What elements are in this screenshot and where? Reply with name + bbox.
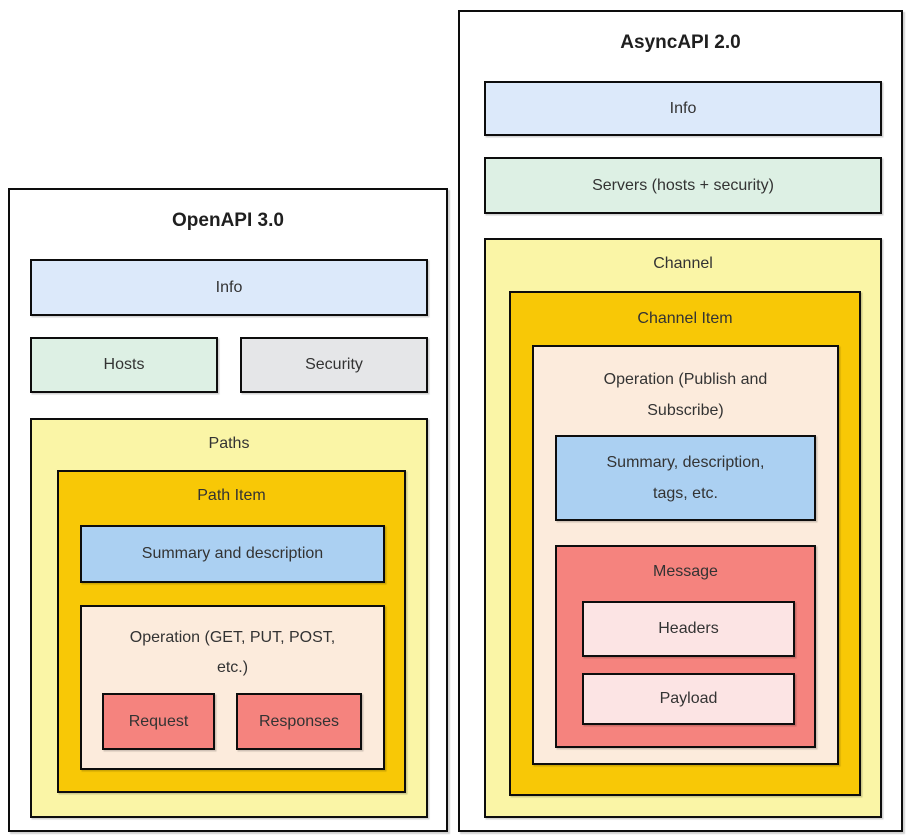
asyncapi-headers-box: Headers	[582, 601, 795, 657]
asyncapi-info-box: Info	[484, 81, 882, 136]
openapi-responses-box: Responses	[236, 693, 362, 750]
asyncapi-panel: AsyncAPI 2.0 Info Servers (hosts + secur…	[458, 10, 903, 832]
asyncapi-payload-label: Payload	[659, 690, 718, 707]
asyncapi-channel-item-label: Channel Item	[637, 310, 733, 327]
openapi-security-box: Security	[240, 337, 428, 393]
openapi-info-label: Info	[215, 278, 243, 296]
openapi-hosts-label: Hosts	[103, 356, 145, 373]
openapi-responses-label: Responses	[258, 712, 340, 730]
asyncapi-message-box: Message Headers Payload	[555, 545, 816, 748]
asyncapi-info-label: Info	[669, 99, 697, 117]
asyncapi-payload-box: Payload	[582, 673, 795, 725]
asyncapi-title: AsyncAPI 2.0	[620, 32, 741, 53]
openapi-request-box: Request	[102, 693, 215, 750]
openapi-paths-label: Paths	[208, 435, 250, 452]
openapi-summary-label: Summary and description	[141, 545, 324, 562]
asyncapi-headers-label: Headers	[658, 620, 719, 637]
openapi-path-item-box: Path Item Summary and description Operat…	[57, 470, 406, 793]
asyncapi-summary-box: Summary, description, tags, etc.	[555, 435, 816, 521]
openapi-title: OpenAPI 3.0	[172, 210, 284, 231]
asyncapi-channel-box: Channel Channel Item Operation (Publish …	[484, 238, 882, 818]
asyncapi-servers-label: Servers (hosts + security)	[592, 176, 774, 194]
openapi-info-box: Info	[30, 259, 428, 316]
asyncapi-channel-item-box: Channel Item Operation (Publish and Subs…	[509, 291, 861, 796]
asyncapi-servers-box: Servers (hosts + security)	[484, 157, 882, 214]
openapi-hosts-box: Hosts	[30, 337, 218, 393]
openapi-path-item-label: Path Item	[197, 487, 266, 504]
openapi-security-label: Security	[305, 356, 363, 373]
openapi-summary-box: Summary and description	[80, 525, 385, 583]
asyncapi-channel-label: Channel	[653, 255, 713, 272]
asyncapi-message-label: Message	[653, 563, 718, 580]
openapi-operation-box: Operation (GET, PUT, POST, etc.) Request…	[80, 605, 385, 770]
openapi-panel: OpenAPI 3.0 Info Hosts Security Paths Pa…	[8, 188, 448, 832]
openapi-paths-box: Paths Path Item Summary and description …	[30, 418, 428, 818]
openapi-operation-label: Operation (GET, PUT, POST, etc.)	[129, 629, 336, 676]
openapi-request-label: Request	[128, 712, 189, 730]
asyncapi-operation-label: Operation (Publish and Subscribe)	[603, 371, 768, 419]
asyncapi-summary-label: Summary, description, tags, etc.	[606, 454, 765, 502]
asyncapi-operation-box: Operation (Publish and Subscribe) Summar…	[532, 345, 839, 765]
